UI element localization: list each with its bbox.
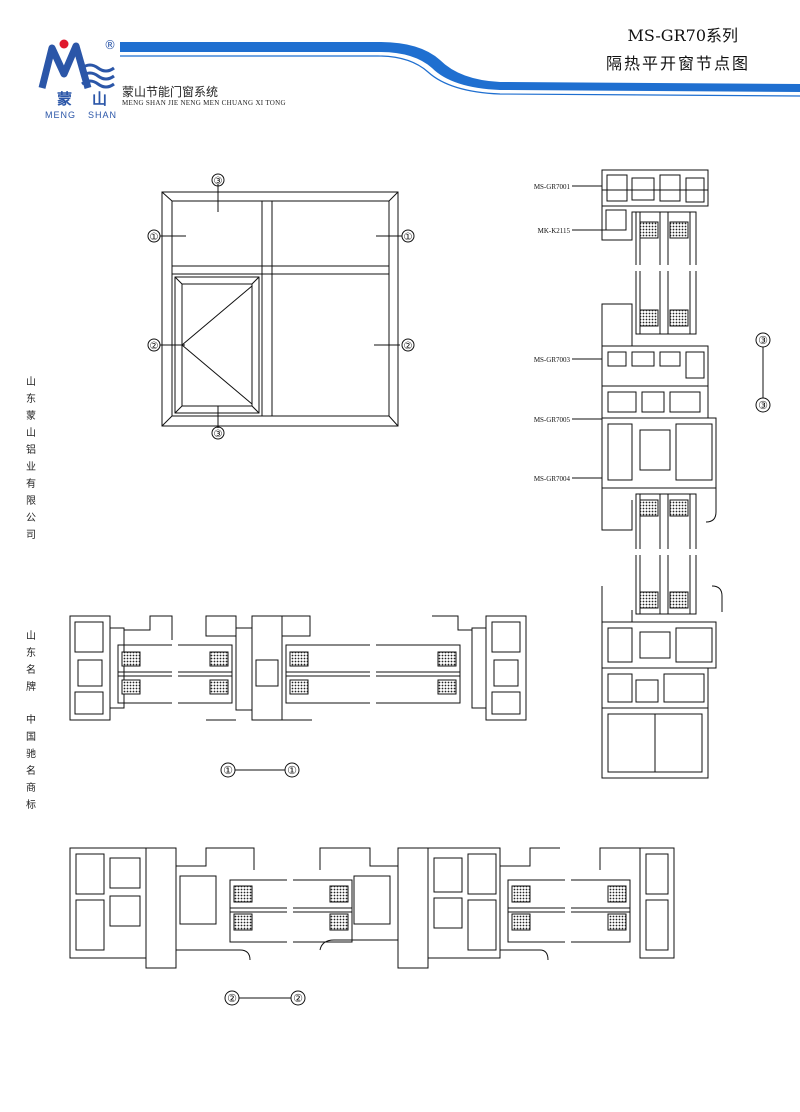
- series-name: MS-GR70系列: [627, 26, 738, 45]
- label-mk-k2115: MK-K2115: [538, 227, 571, 235]
- elev-mark-3-top: ③: [214, 176, 223, 187]
- section-3-3: [572, 169, 771, 779]
- brand-name-cn: 蒙山节能门窗系统: [122, 85, 219, 99]
- elev-mark-1-left: ①: [150, 232, 159, 243]
- section-mark-1-left: ①: [223, 765, 233, 777]
- brand-name-en: MENG SHAN JIE NENG MEN CHUANG XI TONG: [122, 99, 286, 107]
- elev-mark-2-right: ②: [404, 341, 413, 352]
- logo-en-meng: MENG: [45, 110, 76, 120]
- elev-mark-2-left: ②: [150, 341, 159, 352]
- page-title: 隔热平开窗节点图: [605, 54, 750, 73]
- label-ms-gr7005: MS-GR7005: [534, 416, 571, 424]
- section-mark-2-left: ②: [227, 993, 237, 1005]
- company-name-vertical: 山东蒙山铝业有限公司: [26, 377, 36, 541]
- label-ms-gr7003: MS-GR7003: [534, 356, 571, 364]
- logo-char-shan: 山: [92, 90, 108, 108]
- label-ms-gr7001: MS-GR7001: [534, 183, 571, 191]
- elev-mark-3-bottom: ③: [214, 429, 223, 440]
- section-mark-3-bottom: ③: [758, 400, 768, 412]
- logo-char-meng: 蒙: [57, 90, 73, 108]
- brand-award-2: 中国驰名商标: [26, 715, 36, 811]
- page-header: ® 蒙 山 MENG SHAN 蒙山节能门窗系统 MENG SHAN JIE N…: [0, 0, 800, 130]
- logo-en-shan: SHAN: [88, 110, 118, 120]
- section-mark-3-top: ③: [758, 335, 768, 347]
- section-2-2: [69, 847, 675, 1006]
- label-ms-gr7004: MS-GR7004: [534, 475, 571, 483]
- section-mark-2-right: ②: [293, 993, 303, 1005]
- brand-award-1: 山东名牌: [26, 631, 36, 693]
- section-mark-1-right: ①: [287, 765, 297, 777]
- window-elevation: [147, 173, 415, 440]
- elev-mark-1-right: ①: [404, 232, 413, 243]
- mengshan-logo-icon: [38, 39, 115, 89]
- header-swoosh: [120, 42, 800, 97]
- registered-mark: ®: [104, 38, 116, 52]
- section-1-1: [69, 615, 527, 778]
